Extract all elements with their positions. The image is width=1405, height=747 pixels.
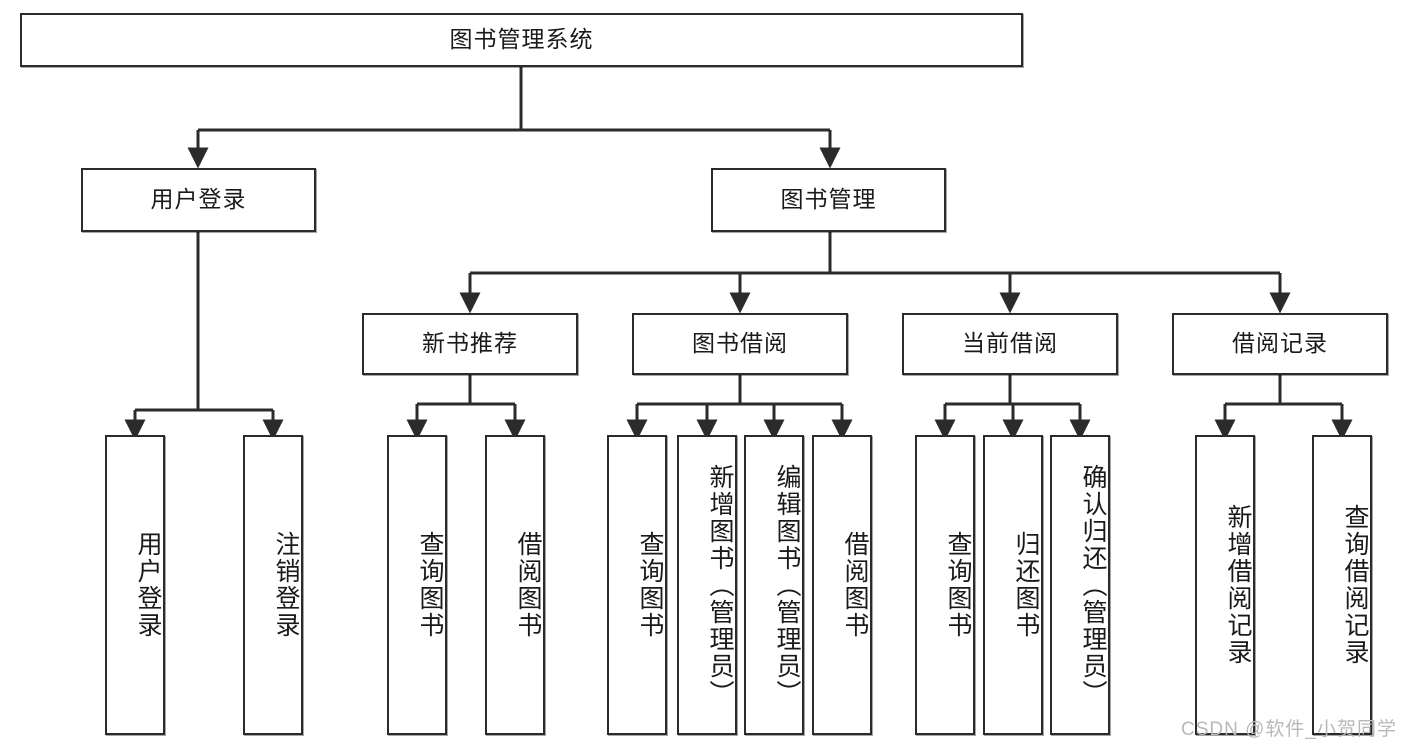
- node-user-login[interactable]: 用户登录: [81, 168, 316, 232]
- node-book-borrow[interactable]: 图书借阅: [632, 313, 848, 375]
- node-label: 新书推荐: [422, 330, 518, 357]
- leaf-user-login[interactable]: 用户登录: [105, 435, 165, 735]
- node-label: 图书管理系统: [449, 26, 594, 53]
- node-label: 用户登录: [134, 531, 162, 639]
- leaf-borrow-book-new[interactable]: 借阅图书: [485, 435, 545, 735]
- node-label: 当前借阅: [962, 330, 1058, 357]
- node-borrow-record[interactable]: 借阅记录: [1172, 313, 1388, 375]
- node-label: 查询图书: [944, 531, 972, 639]
- leaf-edit-book-admin[interactable]: 编辑图书（管理员）: [744, 435, 804, 735]
- leaf-add-book-admin[interactable]: 新增图书（管理员）: [677, 435, 737, 735]
- node-current-borrow[interactable]: 当前借阅: [902, 313, 1118, 375]
- node-label: 新增图书（管理员）: [706, 463, 734, 707]
- node-label: 查询图书: [416, 531, 444, 639]
- node-book-management-system[interactable]: 图书管理系统: [20, 13, 1023, 67]
- leaf-confirm-return-admin[interactable]: 确认归还（管理员）: [1050, 435, 1110, 735]
- leaf-query-borrow-record[interactable]: 查询借阅记录: [1312, 435, 1372, 735]
- node-new-book-recommend[interactable]: 新书推荐: [362, 313, 578, 375]
- leaf-query-book-new[interactable]: 查询图书: [387, 435, 447, 735]
- node-label: 注销登录: [272, 531, 300, 639]
- node-label: 借阅图书: [841, 531, 869, 639]
- leaf-return-book[interactable]: 归还图书: [983, 435, 1043, 735]
- node-label: 编辑图书（管理员）: [773, 463, 801, 707]
- node-book-management[interactable]: 图书管理: [711, 168, 946, 232]
- node-label: 图书管理: [780, 186, 877, 213]
- node-label: 查询借阅记录: [1341, 504, 1369, 666]
- node-label: 借阅图书: [514, 531, 542, 639]
- node-label: 归还图书: [1012, 531, 1040, 639]
- leaf-add-borrow-record[interactable]: 新增借阅记录: [1195, 435, 1255, 735]
- node-label: 用户登录: [150, 186, 247, 213]
- watermark: CSDN @软件_小贺同学: [1181, 719, 1397, 740]
- leaf-borrow-book[interactable]: 借阅图书: [812, 435, 872, 735]
- node-label: 借阅记录: [1232, 330, 1328, 357]
- node-label: 图书借阅: [692, 330, 788, 357]
- node-label: 新增借阅记录: [1224, 504, 1252, 666]
- node-label: 确认归还（管理员）: [1079, 463, 1107, 707]
- node-label: 查询图书: [636, 531, 664, 639]
- leaf-query-book-current[interactable]: 查询图书: [915, 435, 975, 735]
- leaf-logout[interactable]: 注销登录: [243, 435, 303, 735]
- leaf-query-book[interactable]: 查询图书: [607, 435, 667, 735]
